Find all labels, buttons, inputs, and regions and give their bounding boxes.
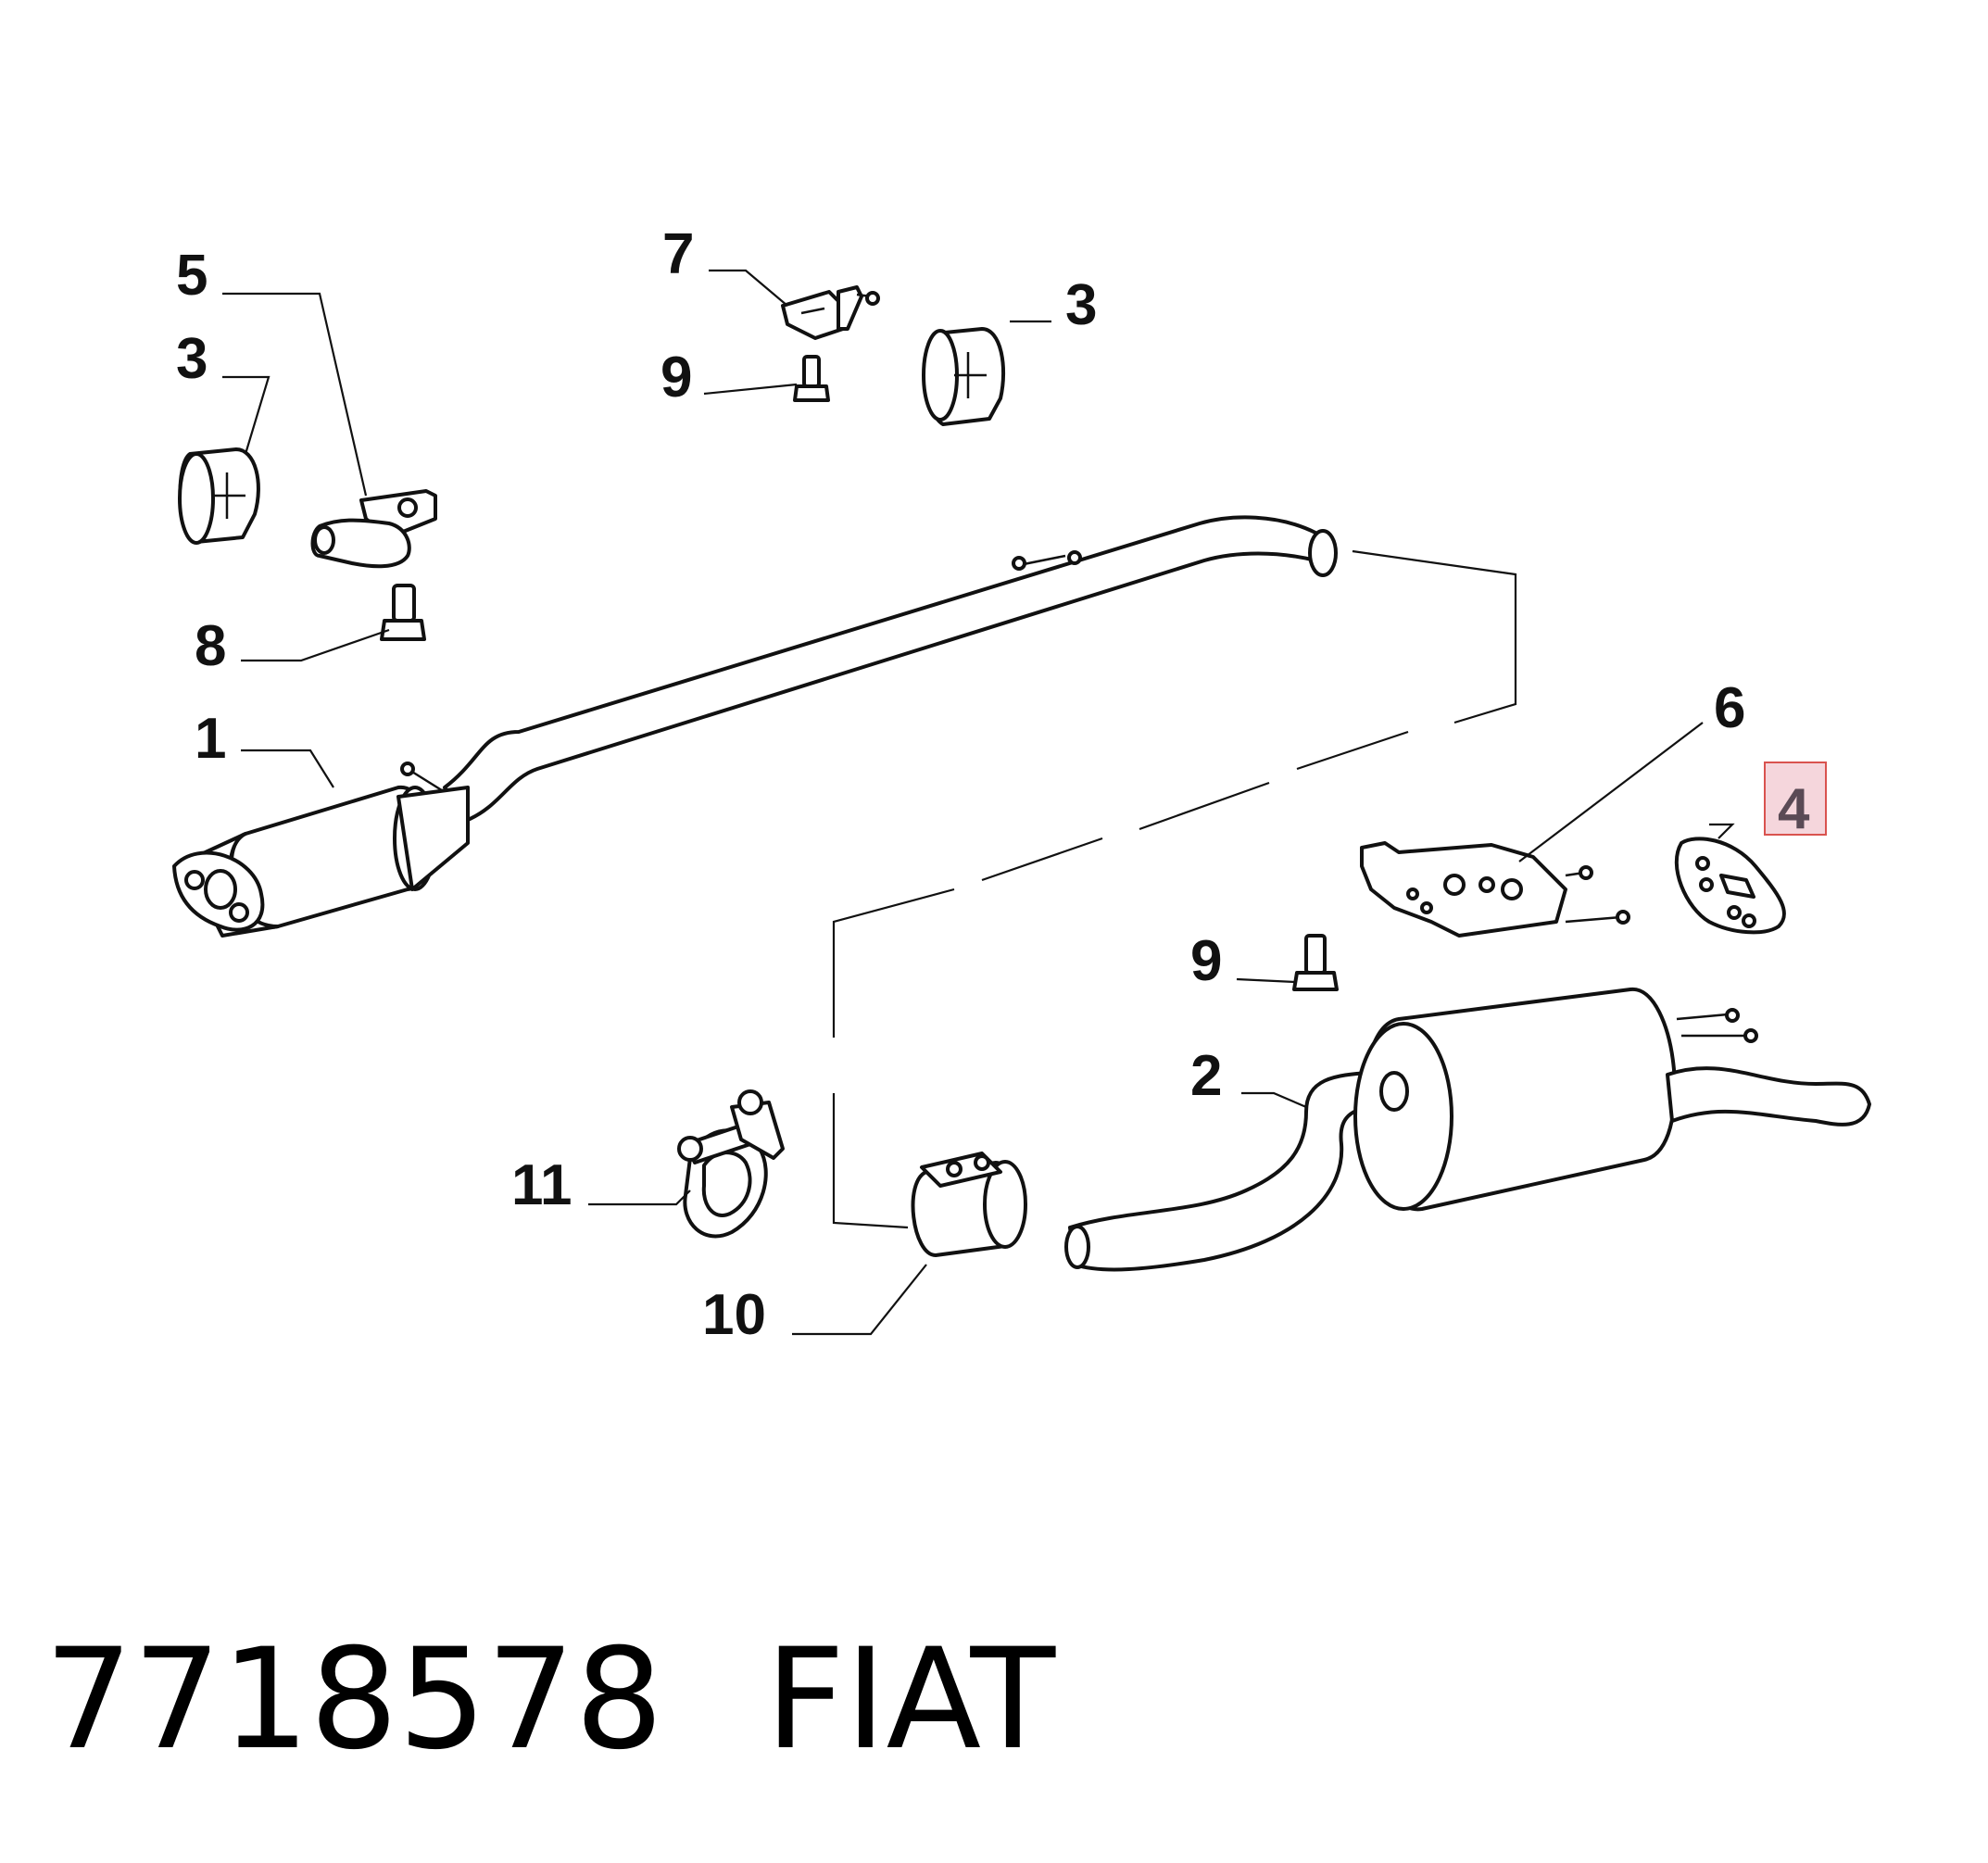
part-4-mount-rubber[interactable] [1674,837,1786,935]
callout-11[interactable]: 11 [511,1153,572,1217]
assembly-guide-lines [832,549,1517,1229]
callout-3-right[interactable]: 3 [1065,273,1097,337]
leader-lines [222,269,1735,1336]
callout-10[interactable]: 10 [702,1283,766,1347]
callout-7[interactable]: 7 [662,222,694,286]
callout-3-left[interactable]: 3 [176,327,208,391]
part-6-mounting-bracket[interactable] [1360,841,1630,938]
part-1-front-pipe-catalyst[interactable] [172,515,1338,938]
callout-labels: 1 2 3 3 4 5 6 7 8 9 9 10 11 [176,222,1810,1347]
part-9-bolt-upper[interactable] [793,355,830,402]
callout-5[interactable]: 5 [176,244,208,308]
callout-2[interactable]: 2 [1190,1044,1222,1108]
part-3-rubber-mount-left[interactable] [178,447,260,545]
part-5-u-bolt-bracket[interactable] [310,489,437,569]
brand-name: FIAT [765,1619,1056,1781]
part-11-band-clamp[interactable] [677,1089,785,1239]
part-2-rear-silencer[interactable] [1064,987,1871,1272]
callout-8[interactable]: 8 [195,614,226,678]
callout-4[interactable]: 4 [1778,777,1810,841]
part-8-bolt[interactable] [380,584,426,641]
callout-6[interactable]: 6 [1714,676,1745,740]
part-10-clamp-sleeve[interactable] [911,1152,1027,1257]
highlight-box-item-4 [1764,762,1827,836]
callout-9-lower[interactable]: 9 [1190,929,1222,993]
callout-9-upper[interactable]: 9 [661,346,692,409]
callout-1[interactable]: 1 [195,707,226,771]
part-7-small-bracket[interactable] [781,285,880,340]
part-9-bolt-lower[interactable] [1292,934,1339,991]
part-3-rubber-mount-right[interactable] [922,327,1005,426]
part-number: 7718578 [44,1619,664,1781]
